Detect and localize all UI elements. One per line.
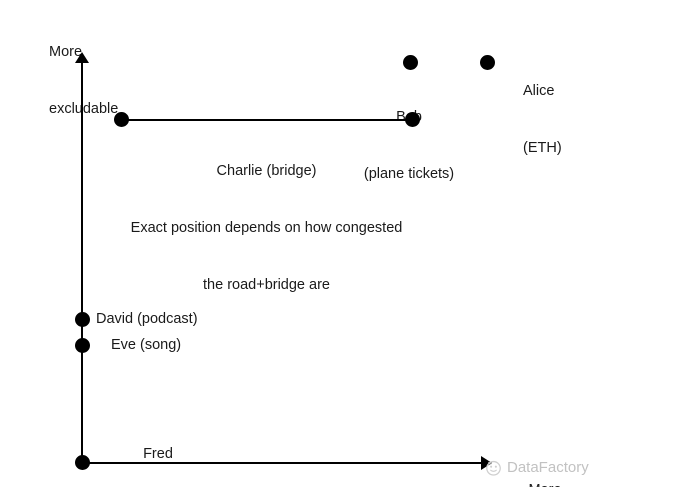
point-bob-label-line2: (plane tickets) xyxy=(363,166,455,182)
point-fred-label: Fred (cryptographic algorithm) xyxy=(88,407,228,487)
point-alice[interactable] xyxy=(480,55,495,70)
point-charlie-label: Charlie (bridge) Exact position depends … xyxy=(121,124,412,333)
y-axis-line xyxy=(81,60,83,464)
x-axis-label: More rivalrous xyxy=(505,443,585,487)
point-charlie-range-line xyxy=(121,119,412,121)
x-axis-arrow-icon xyxy=(481,456,492,470)
point-alice-label-line1: Alice xyxy=(523,83,555,99)
point-charlie-label-line2: Exact position depends on how congested xyxy=(130,220,403,236)
point-fred[interactable] xyxy=(75,455,90,470)
y-axis-label-line1: More xyxy=(49,44,83,60)
point-eve[interactable] xyxy=(75,338,90,353)
y-axis-label: More excludable xyxy=(49,5,118,157)
point-charlie-start[interactable] xyxy=(114,112,129,127)
x-axis-line xyxy=(81,462,487,464)
point-charlie-label-line1: Charlie (bridge) xyxy=(216,163,317,179)
point-alice-label: Alice (ETH) xyxy=(523,44,562,196)
y-axis-label-line2: excludable xyxy=(49,101,119,117)
point-eve-label: Eve (song) xyxy=(111,337,182,353)
point-alice-label-line2: (ETH) xyxy=(523,140,562,156)
y-axis-arrow-icon xyxy=(75,52,89,63)
point-david[interactable] xyxy=(75,312,90,327)
x-axis-label-line1: More xyxy=(505,481,585,487)
point-fred-label-line1: Fred xyxy=(143,446,173,462)
point-charlie-label-line3: the road+bridge are xyxy=(203,277,330,293)
point-bob[interactable] xyxy=(403,55,418,70)
point-charlie-end[interactable] xyxy=(405,112,420,127)
point-david-label: David (podcast) xyxy=(96,311,198,327)
